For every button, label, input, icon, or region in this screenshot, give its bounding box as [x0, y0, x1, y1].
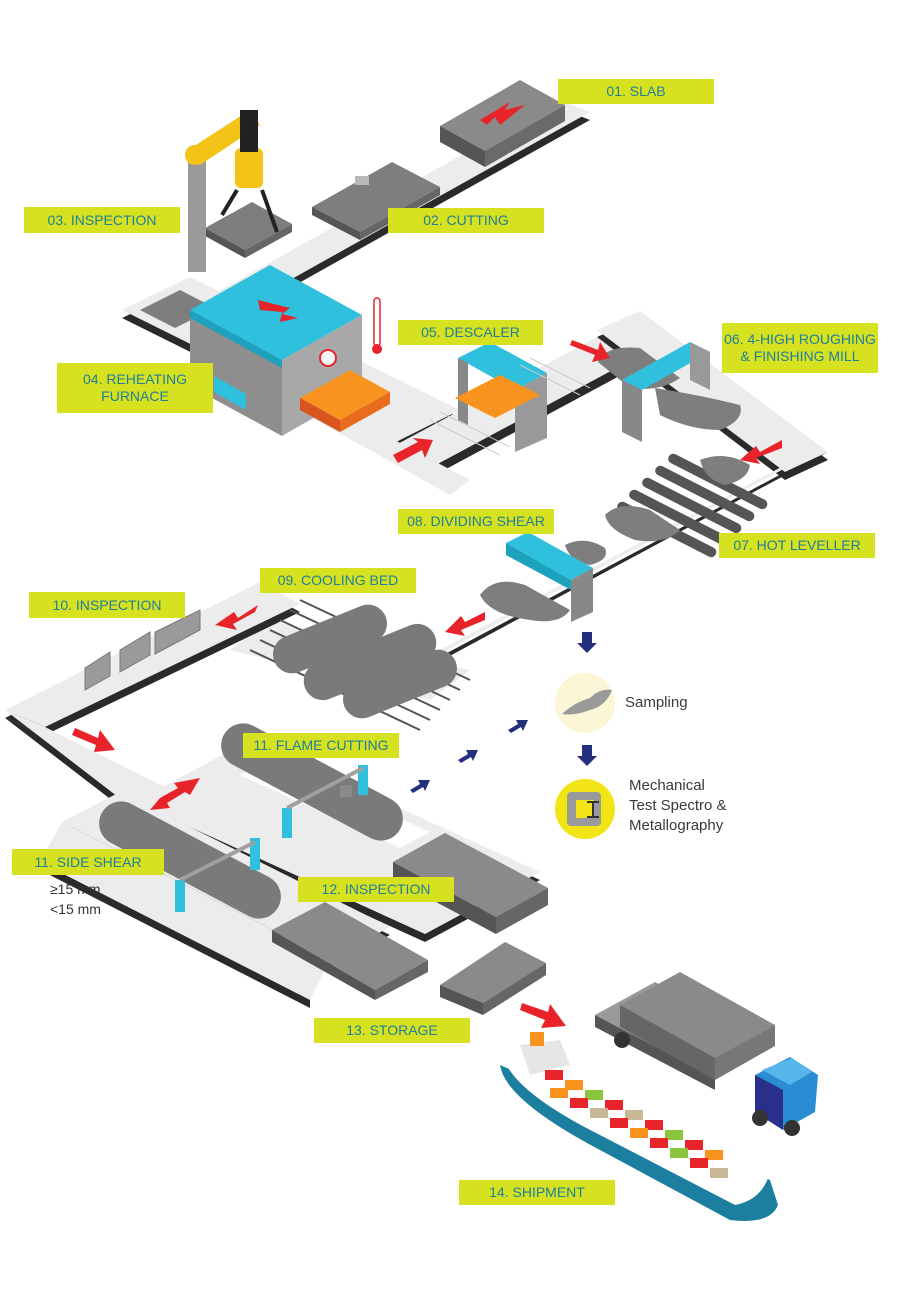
label-cutting: 02. CUTTING	[388, 208, 544, 233]
testing-label: Mechanical Test Spectro & Metallography	[629, 777, 727, 834]
arrow-leveller	[740, 440, 782, 464]
arrow-down	[72, 728, 115, 752]
machines	[175, 110, 710, 912]
sampling-icon	[555, 673, 615, 733]
label-mill: 06. 4-HIGH ROUGHING & FINISHING MILL	[722, 323, 878, 373]
label-flame-cutting: 11. FLAME CUTTING	[243, 733, 399, 758]
arrow-furnace	[258, 300, 298, 322]
thickness-thin: <15 mm	[50, 901, 101, 917]
label-storage: 13. STORAGE	[314, 1018, 470, 1043]
label-inspection-03: 03. INSPECTION	[24, 207, 180, 233]
label-reheating-furnace: 04. REHEATING FURNACE	[57, 363, 213, 413]
arrow-mill	[570, 340, 610, 362]
arrow-slab	[480, 102, 525, 125]
sampling-label: Sampling	[625, 694, 688, 711]
slabs	[84, 80, 768, 1015]
testing-icon	[555, 779, 615, 839]
label-shipment: 14. SHIPMENT	[459, 1180, 615, 1205]
label-dividing-shear: 08. DIVIDING SHEAR	[398, 509, 554, 534]
thickness-thick: ≥15 mm	[50, 881, 101, 897]
arrow-ship	[520, 1003, 566, 1028]
flow-arrows-red	[72, 102, 782, 1028]
label-side-shear: 11. SIDE SHEAR	[12, 849, 164, 875]
truck	[595, 972, 818, 1136]
flow-arrows-blue	[410, 632, 597, 793]
label-inspection-10: 10. INSPECTION	[29, 592, 185, 618]
label-inspection-12: 12. INSPECTION	[298, 877, 454, 902]
label-slab: 01. SLAB	[558, 79, 714, 104]
label-descaler: 05. DESCALER	[398, 320, 543, 345]
label-hot-leveller: 07. HOT LEVELLER	[719, 533, 875, 558]
label-cooling-bed: 09. COOLING BED	[260, 568, 416, 593]
ship	[500, 1032, 778, 1221]
arrow-cooling	[445, 612, 485, 636]
arrow-double	[150, 778, 200, 810]
arrow-inspection	[215, 605, 258, 630]
arrow-entry	[393, 438, 433, 463]
